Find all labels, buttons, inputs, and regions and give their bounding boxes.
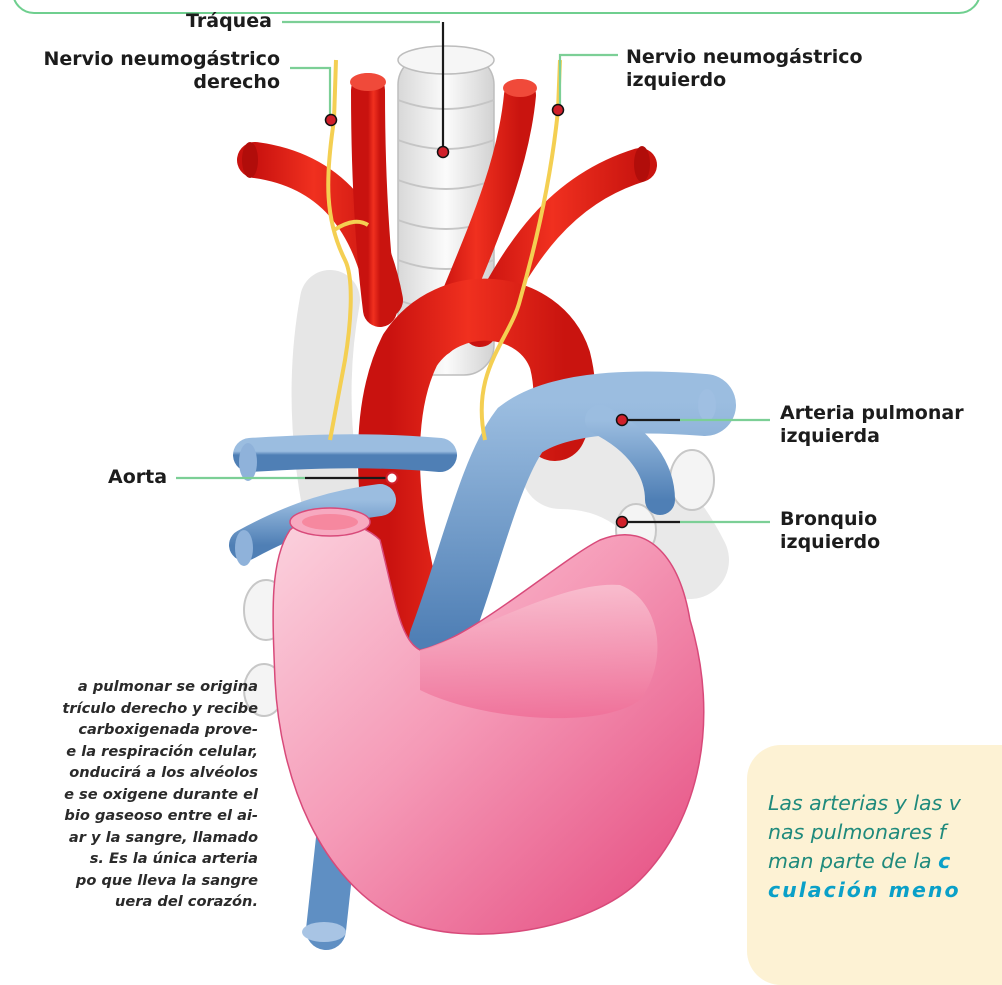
body-line: e se oxigene durante el	[0, 784, 258, 806]
label-bronquio-line1: Bronquio	[780, 508, 880, 531]
label-traquea: Tráquea	[186, 10, 272, 33]
note-line: Las arterias y las v	[768, 789, 1002, 818]
label-nervio-izquierdo: Nervio neumogástrico izquierdo	[626, 46, 863, 92]
label-aorta: Aorta	[108, 466, 167, 489]
marker-nervio-izquierdo	[553, 105, 564, 116]
note-highlight: culación meno	[768, 878, 961, 902]
label-nervio-derecho-line1: Nervio neumogástrico	[4, 48, 280, 71]
pulmonary-artery-description: a pulmonar se origina trículo derecho y …	[0, 676, 258, 913]
label-nervio-derecho-line2: derecho	[4, 71, 280, 94]
body-line: bio gaseoso entre el ai-	[0, 805, 258, 827]
marker-traquea	[438, 147, 449, 158]
label-bronquio-line2: izquierdo	[780, 531, 880, 554]
label-nervio-izquierdo-line2: izquierdo	[626, 69, 863, 92]
note-highlight: c	[938, 849, 952, 873]
note-line: nas pulmonares f	[768, 818, 1002, 847]
label-arteria-pulmonar: Arteria pulmonar izquierda	[780, 402, 964, 448]
note-line3-prefix: man parte de la	[768, 849, 938, 873]
label-nervio-derecho: Nervio neumogástrico derecho	[4, 48, 280, 94]
note-line: culación meno	[768, 876, 1002, 905]
body-line: s. Es la única arteria	[0, 848, 258, 870]
marker-nervio-derecho	[326, 115, 337, 126]
label-arteria-pulmonar-line1: Arteria pulmonar	[780, 402, 964, 425]
body-line: onducirá a los alvéolos	[0, 762, 258, 784]
marker-aorta	[387, 473, 398, 484]
body-line: carboxigenada prove-	[0, 719, 258, 741]
label-bronquio: Bronquio izquierdo	[780, 508, 880, 554]
label-arteria-pulmonar-line2: izquierda	[780, 425, 964, 448]
body-line: e la respiración celular,	[0, 741, 258, 763]
body-line: po que lleva la sangre	[0, 870, 258, 892]
body-line: trículo derecho y recibe	[0, 698, 258, 720]
body-line: ar y la sangre, llamado	[0, 827, 258, 849]
marker-arteria-pulmonar	[617, 415, 628, 426]
note-line: man parte de la c	[768, 847, 1002, 876]
body-line: uera del corazón.	[0, 891, 258, 913]
label-nervio-izquierdo-line1: Nervio neumogástrico	[626, 46, 863, 69]
note-text: Las arterias y las v nas pulmonares f ma…	[768, 789, 1002, 905]
marker-bronquio	[617, 517, 628, 528]
body-line: a pulmonar se origina	[0, 676, 258, 698]
